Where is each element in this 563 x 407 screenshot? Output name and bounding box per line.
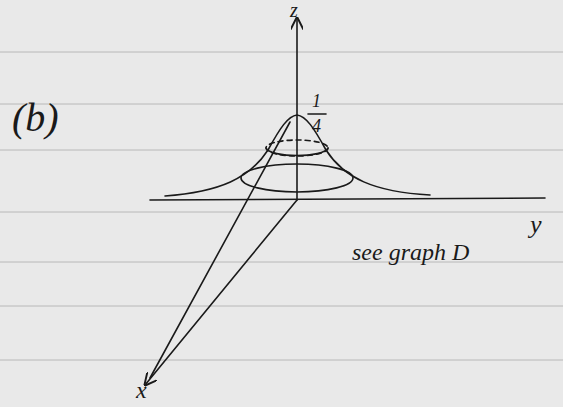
guide-line <box>150 122 290 378</box>
y-axis <box>150 198 545 200</box>
z-axis <box>296 18 298 200</box>
axis-label: y <box>530 212 542 238</box>
fraction-bar <box>308 113 326 115</box>
note: see graph D <box>352 240 469 264</box>
ruled-lines <box>0 52 563 360</box>
level-curve <box>241 164 353 192</box>
part-label: (b) <box>12 98 59 138</box>
fraction-denominator: 4 <box>312 117 321 135</box>
level-curve-front <box>266 148 328 156</box>
axis-label: z <box>290 0 298 20</box>
bell-surface <box>165 115 430 196</box>
fraction-numerator: 1 <box>312 92 321 110</box>
level-curve <box>266 140 328 156</box>
x-axis <box>145 200 297 385</box>
axis-label: x <box>136 378 147 402</box>
